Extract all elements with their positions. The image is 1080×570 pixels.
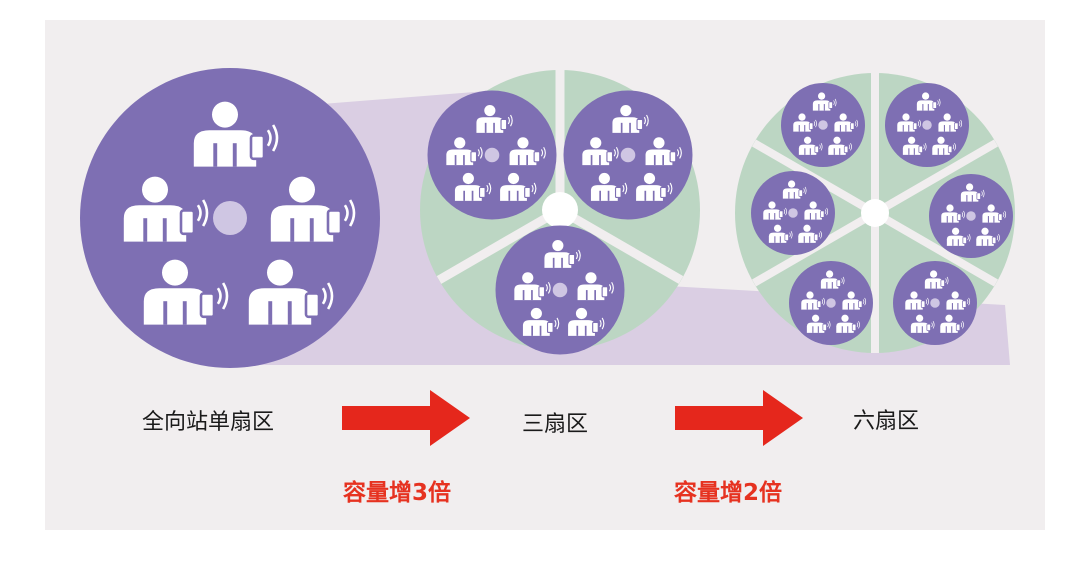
capacity-gain-3x: 容量增3倍 <box>343 480 452 506</box>
single-sector-label: 全向站单扇区 <box>142 410 275 435</box>
three-sector-label: 三扇区 <box>522 412 589 437</box>
capacity-gain-2x: 容量增2倍 <box>674 480 783 506</box>
arrow-right-icon <box>675 390 803 446</box>
diagram-panel: 全向站单扇区 三扇区 六扇区 容量增3倍 容量增2倍 <box>45 20 1045 530</box>
sector-capacity-diagram <box>45 20 1015 530</box>
six-sector-site <box>735 73 1015 353</box>
three-sector-site <box>420 70 700 355</box>
six-sector-label: 六扇区 <box>853 409 920 434</box>
arrow-right-icon <box>342 390 470 446</box>
omni-cell <box>80 68 380 368</box>
